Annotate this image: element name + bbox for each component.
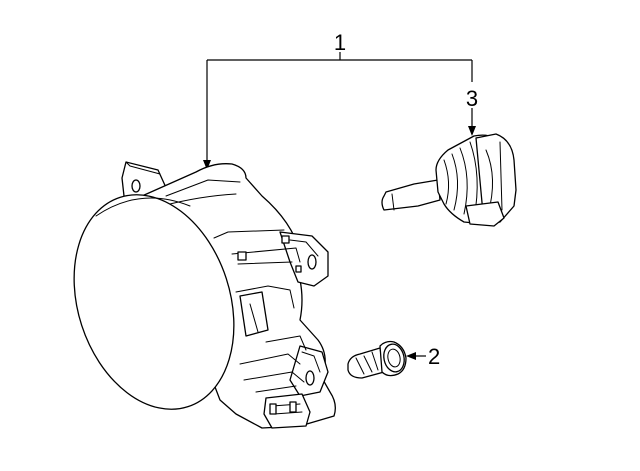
fog-lamp-bulb (381, 133, 517, 227)
fog-lamp-assembly (73, 161, 336, 429)
callout-3: 3 (466, 86, 478, 111)
bolt (347, 340, 407, 379)
callout-2: 2 (428, 344, 440, 369)
leader-lines (203, 52, 476, 360)
callout-1: 1 (334, 30, 346, 55)
